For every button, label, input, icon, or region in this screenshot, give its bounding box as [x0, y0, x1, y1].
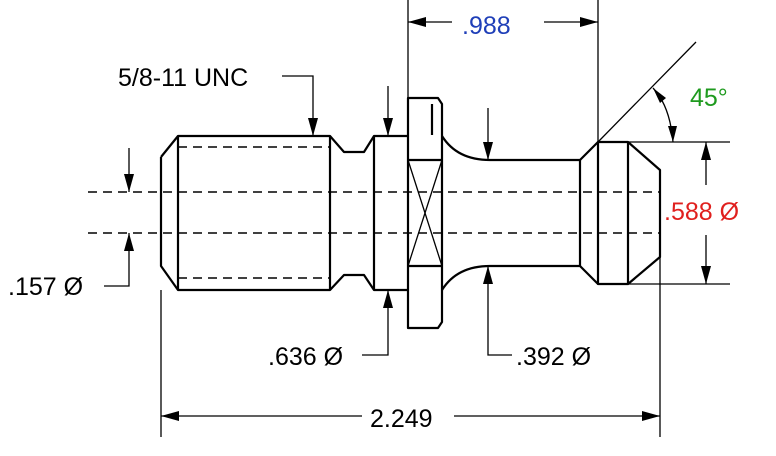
- arrow-988-left: [408, 17, 426, 27]
- label-top-length: .988: [462, 12, 511, 40]
- arrow-588-bottom: [701, 266, 711, 284]
- leader-thread: [282, 75, 314, 136]
- label-bore-diameter: .157 Ø: [8, 273, 83, 301]
- label-overall-length: 2.249: [370, 405, 433, 433]
- arrow-157-bottom: [124, 233, 134, 251]
- arrow-392: [483, 266, 493, 284]
- angle-ext-line: [597, 41, 697, 143]
- label-neck-diameter: .392 Ø: [516, 343, 591, 371]
- leader-392: [487, 266, 512, 356]
- arrow-neck-top: [483, 142, 493, 160]
- arrow-angle-top: [653, 88, 666, 103]
- flange: [406, 96, 444, 330]
- dimension-labels: 5/8-11 UNC .988 45° .588 Ø .157 Ø .636 Ø…: [8, 12, 739, 433]
- arrow-collar-top: [383, 118, 393, 136]
- leader-636: [362, 290, 389, 356]
- label-thread: 5/8-11 UNC: [118, 64, 248, 92]
- arrow-angle-bottom: [668, 126, 677, 142]
- label-flange-diameter: .636 Ø: [268, 343, 343, 371]
- label-head-diameter: .588 Ø: [664, 198, 739, 226]
- arrow-2249-left: [161, 411, 179, 421]
- arrow-588-top: [701, 142, 711, 160]
- arrow-thread: [308, 118, 318, 136]
- arrow-988-right: [580, 17, 598, 27]
- part-outline: [88, 96, 662, 330]
- arrow-157-top: [124, 174, 134, 192]
- dimension-lines: [104, 0, 730, 437]
- threaded-shank: [159, 134, 408, 292]
- neck: [441, 135, 599, 291]
- arrow-636: [383, 290, 393, 308]
- flange-cross-b: [407, 159, 443, 267]
- dim-157-lower: [104, 233, 130, 287]
- arrow-2249-right: [642, 411, 660, 421]
- label-angle: 45°: [690, 84, 728, 112]
